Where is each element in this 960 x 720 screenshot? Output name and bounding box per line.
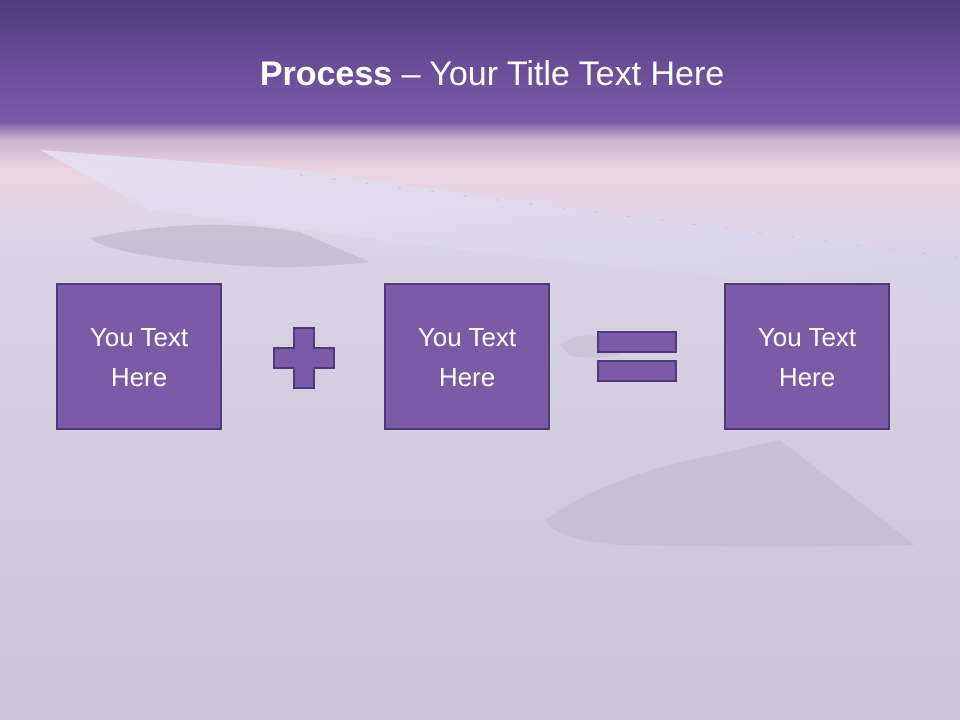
process-box-3-text: You Text Here	[757, 321, 857, 392]
slide-title: Process – Your Title Text Here	[0, 52, 960, 96]
plus-icon	[273, 327, 335, 389]
equals-icon	[597, 331, 677, 382]
process-box-2-text: You Text Here	[417, 321, 517, 392]
process-box-1: You Text Here	[56, 283, 222, 430]
title-rest: – Your Title Text Here	[392, 55, 725, 93]
process-box-2: You Text Here	[384, 283, 550, 430]
process-box-1-text: You Text Here	[89, 321, 189, 392]
process-box-3: You Text Here	[724, 283, 890, 430]
title-bold: Process	[259, 55, 393, 93]
